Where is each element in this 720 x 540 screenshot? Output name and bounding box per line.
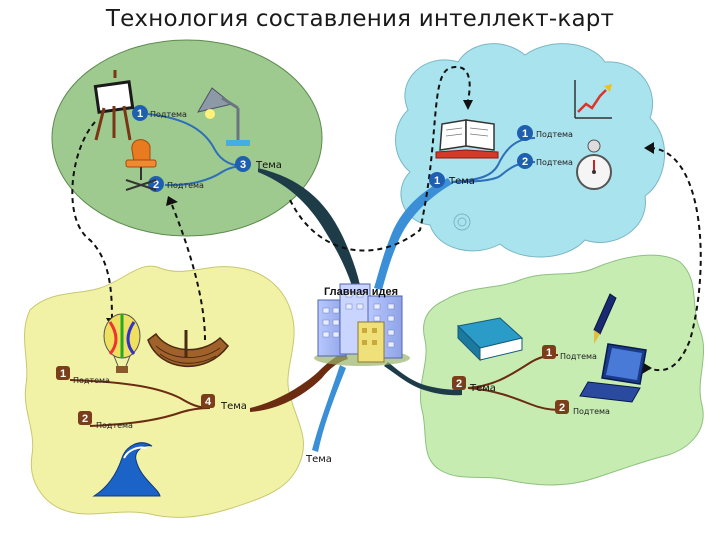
bottomleft-sub2-label: Подтема: [96, 421, 133, 430]
central-idea-label: Главная идея: [324, 286, 398, 298]
topright-sub1-label: Подтема: [536, 130, 573, 139]
open-book-icon: [435, 119, 499, 159]
bottomright-sub2-badge: 2: [555, 400, 569, 414]
easel-icon: [93, 70, 135, 141]
bottomright-sub2-label: Подтема: [573, 407, 610, 416]
topright-sub1-badge: 1: [517, 125, 533, 141]
topleft-region: [51, 39, 323, 237]
topright-sub2-badge: 2: [517, 153, 533, 169]
branch-to-topright: [374, 178, 452, 290]
page-title: Технология составления интеллект-карт: [105, 6, 615, 32]
wave-icon: [92, 442, 161, 497]
topleft-topic-badge: 3: [235, 156, 251, 172]
svg-text:2: 2: [153, 179, 159, 191]
bottomright-sub1-badge: 1: [542, 345, 556, 359]
topright-topic-badge: 1: [429, 172, 445, 188]
desk-lamp-icon: [196, 87, 250, 146]
bottomright-topic-badge: 2: [452, 376, 466, 390]
bottomleft-sub1-label: Подтема: [73, 376, 110, 385]
topleft-sub1-label: Подтема: [150, 110, 187, 119]
svg-text:2: 2: [559, 402, 565, 414]
bottomleft-sub1-badge: 1: [56, 366, 70, 380]
svg-text:1: 1: [60, 368, 66, 380]
wooden-boat-icon: [147, 330, 229, 368]
bottomright-region: [420, 254, 705, 486]
loose-topic-label: Тема: [305, 454, 332, 465]
swirl-icon: [453, 213, 471, 231]
growth-chart-icon: [574, 80, 612, 119]
hot-air-balloon-icon: [103, 313, 141, 373]
stopwatch-icon: [576, 139, 612, 190]
topleft-topic-label: Тема: [255, 160, 282, 171]
branch-to-bottomright: [384, 362, 462, 396]
svg-text:2: 2: [456, 378, 462, 390]
topleft-sub1-badge: 1: [132, 105, 148, 121]
bottomright-sub1-label: Подтема: [560, 352, 597, 361]
fountain-pen-icon: [593, 293, 617, 344]
svg-text:1: 1: [137, 108, 143, 120]
topright-cloud-region: [395, 43, 665, 258]
connector-topleft-to-topright: [289, 65, 471, 252]
bottomleft-sub2-badge: 2: [78, 411, 92, 425]
branch-to-loose-topic: [312, 365, 346, 452]
svg-text:2: 2: [82, 413, 88, 425]
topright-sub2-label: Подтема: [536, 158, 573, 167]
svg-text:1: 1: [546, 347, 552, 359]
bottomleft-topic-badge: 4: [201, 394, 215, 408]
laptop-icon: [579, 343, 647, 403]
branch-to-bottomleft: [250, 352, 348, 412]
svg-text:1: 1: [522, 128, 528, 140]
connector-bottomleft-to-topleft: [171, 204, 206, 341]
book-icon: [456, 317, 524, 362]
bottomleft-topic-label: Тема: [220, 401, 247, 412]
dashed-connectors: [71, 65, 702, 372]
connector-topleft-to-bottomleft: [71, 121, 113, 321]
svg-text:3: 3: [240, 159, 246, 171]
topleft-sub2-label: Подтема: [167, 181, 204, 190]
svg-text:1: 1: [434, 175, 440, 187]
topright-topic-label: Тема: [448, 176, 475, 187]
central-buildings-icon: [314, 283, 410, 366]
bottomleft-subbranches: [69, 379, 211, 427]
bottomright-topic-label: Тема: [469, 383, 496, 394]
connector-topright-to-bottomright: [647, 147, 702, 372]
svg-text:4: 4: [205, 396, 212, 408]
chair-icon: [125, 139, 157, 191]
branch-to-topleft: [258, 168, 360, 286]
svg-text:2: 2: [522, 156, 528, 168]
